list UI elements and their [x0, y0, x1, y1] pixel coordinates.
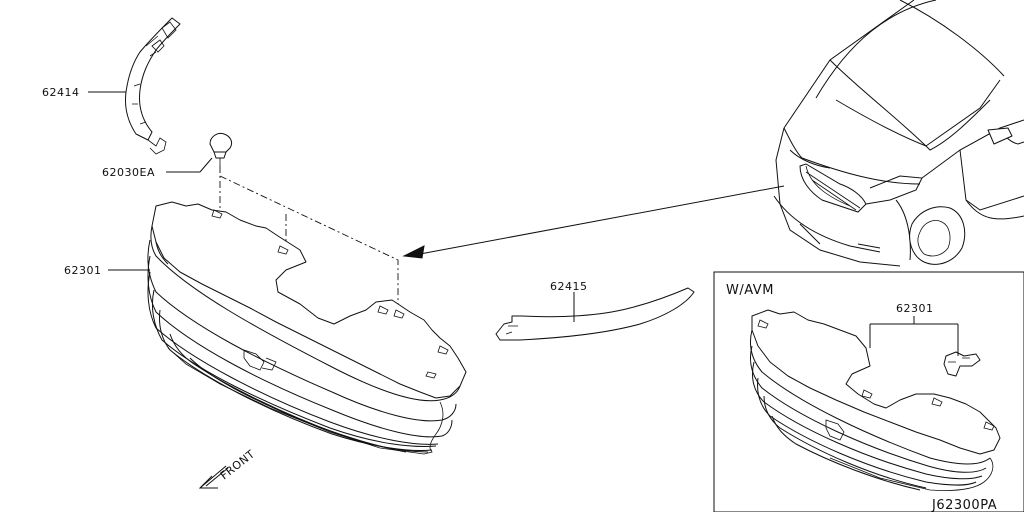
part-62414-molding: [125, 17, 181, 155]
label-62030ea: 62030EA: [102, 166, 155, 179]
inset-label-62301: 62301: [896, 302, 934, 315]
leader-62030ea-b: [199, 157, 213, 173]
diagram-id: J62300PA: [931, 498, 997, 512]
inset-title: W/AVM: [726, 283, 774, 298]
vehicle-illustration: [773, 0, 1024, 267]
inset-box: [713, 271, 1024, 512]
inset-leader-62301: [869, 316, 959, 356]
part-62030ea-clip: [209, 133, 233, 166]
label-62301: 62301: [64, 264, 102, 277]
inset-grille-avm: [749, 309, 1001, 491]
front-label: FRONT: [218, 447, 258, 482]
location-arrow: [402, 185, 785, 259]
label-62414: 62414: [42, 86, 80, 99]
part-62301-grille: [147, 201, 467, 455]
label-62415: 62415: [550, 280, 588, 293]
part-62415-molding: [495, 287, 695, 341]
assembly-lines: [219, 166, 399, 304]
front-arrow-icon: [198, 465, 229, 489]
